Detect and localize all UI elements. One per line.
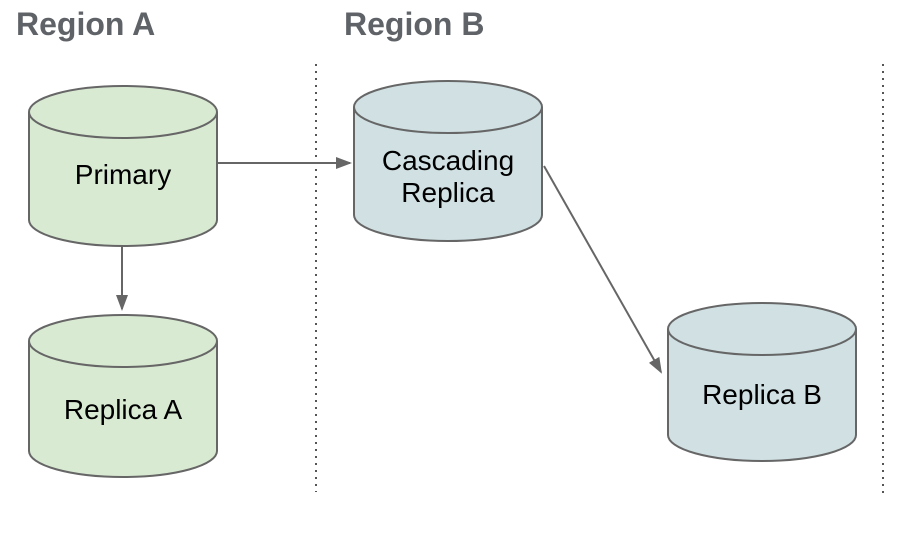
cascading-replica-cylinder: [353, 80, 543, 242]
cascading-replica-node-label: Cascading Replica: [381, 145, 515, 208]
replica-a-cylinder: [28, 314, 218, 478]
replica-b-cylinder: [667, 302, 857, 462]
arrow-cascading-to-replica-b: [543, 165, 662, 374]
replica-b-node-label: Replica B: [702, 379, 822, 410]
primary-cylinder: [28, 85, 218, 247]
primary-node-label: Primary: [74, 159, 172, 190]
region-a-heading: Region A: [16, 6, 156, 42]
region-b-heading: Region B: [344, 6, 485, 42]
replica-a-node-label: Replica A: [63, 394, 183, 425]
